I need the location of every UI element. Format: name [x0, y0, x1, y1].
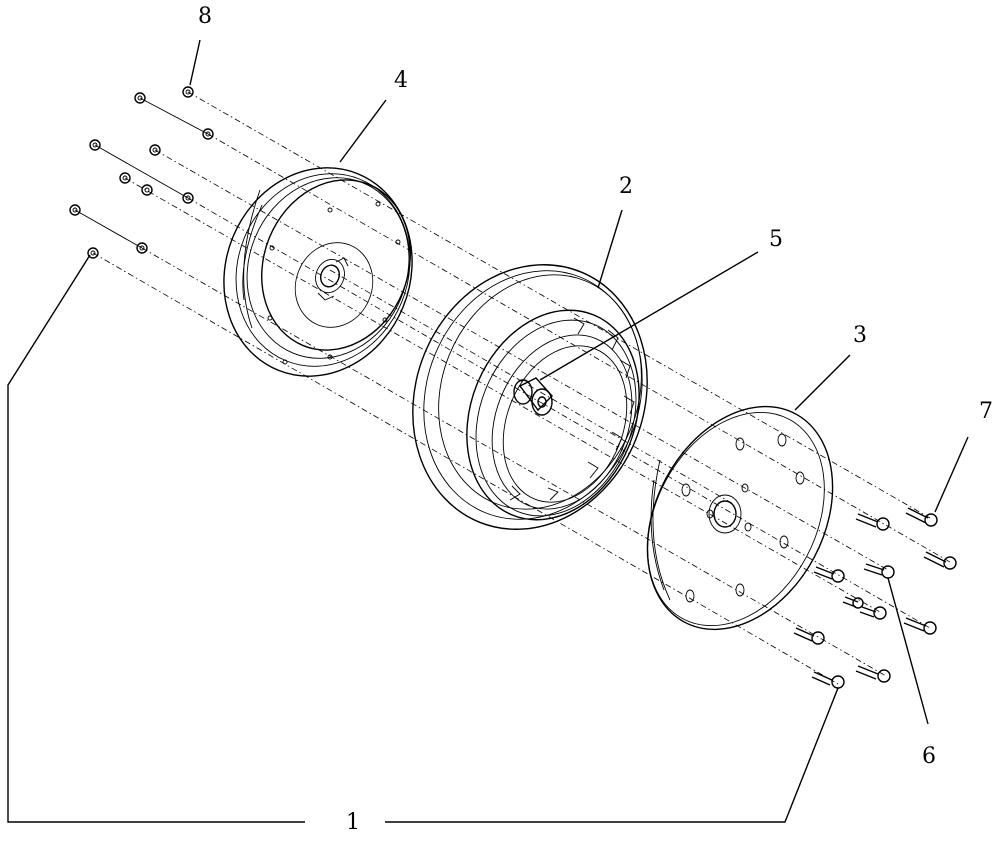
callout-7: 7 — [979, 399, 993, 424]
callout-5: 5 — [769, 227, 783, 252]
hub-bore — [319, 264, 341, 288]
lightening-holes — [681, 433, 805, 603]
callout-3: 3 — [853, 323, 867, 348]
hub-bore-right — [713, 500, 737, 528]
leader-lines — [7, 39, 969, 823]
bolt-holes-left — [267, 201, 401, 365]
bolts — [793, 507, 957, 689]
callout-8: 8 — [198, 4, 212, 29]
callout-4: 4 — [394, 68, 408, 93]
wheel-half-right — [646, 405, 834, 631]
callout-2: 2 — [619, 174, 633, 199]
nuts — [69, 86, 214, 259]
callout-6: 6 — [922, 744, 936, 769]
callout-1: 1 — [346, 810, 360, 835]
wheel-half-left — [223, 167, 413, 377]
tire-inner-ribs — [509, 317, 635, 501]
spacer-bushing — [513, 377, 553, 416]
tire — [412, 264, 648, 530]
